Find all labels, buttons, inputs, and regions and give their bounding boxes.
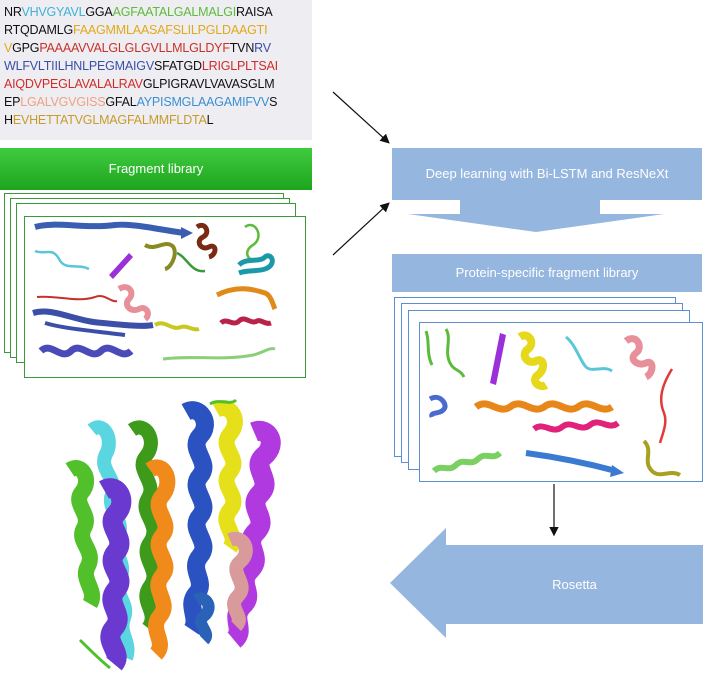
sequence-segment: V [4,41,13,55]
helix-green [65,460,100,608]
fragment-helix-indigo [38,344,134,358]
fragment-arrowhead [181,227,193,239]
sequence-segment: LGALVGVGISS [20,95,106,109]
fragment-loop-lightgreen [162,347,276,361]
arrow-right-down-icon [332,91,390,144]
sequence-segment: VHVGYAVL [21,5,86,19]
helix-orange [145,459,176,660]
sequence-segment: AIQDVPEGLAVALALRAV [4,77,143,91]
fragment-loop-green [424,330,434,366]
sequence-line: WLFVLTIILHNLPEGMAIGVSFATGDLRIGLPLTSAI [4,57,306,75]
fragment-loop-darkgreen [176,251,206,273]
sequence-segment: EVHETTATVGLMAGFALMMFLDTA [12,113,207,127]
sequence-segment: GLPIGRAVLVAVASGLM [142,77,275,91]
fragment-helix-teal [237,253,275,276]
fragment-helix-magenta [532,419,620,433]
sequence-segment: TVN [229,41,255,55]
deep-learning-label: Deep learning with Bi-LSTM and ResNeXt [425,166,669,181]
sequence-segment: S [269,95,278,109]
fragment-helix-orange [473,400,614,413]
sequence-segment: GPG [12,41,40,55]
fragment-library-fragments [32,221,278,361]
sequence-line: RTQDAMLGFAAGMMLAASAFSLILPGLDAAGTI [4,21,306,39]
sequence-line: NRVHVGYAVLGGAAGFAATALGALMALGIRAISA [4,3,306,21]
sequence-segment: AYPISMGLAAGAMIFVV [136,95,270,109]
fragment-loop-red [658,368,674,444]
fragment-helix-crimson [219,316,272,326]
specific-library-fragments [424,328,682,477]
sequence-segment: NR [4,5,22,19]
fragment-library-label: Fragment library [108,161,204,176]
sequence-segment: AGFAATALGALMALGI [112,5,237,19]
fragment-helix-yellow [517,331,549,390]
helix-violet [99,478,132,671]
fragment-library-header: Fragment library [0,148,312,190]
helix-darkgreen [127,420,161,633]
fragment-helix-pink [623,335,656,381]
fragment-helix-pink [117,284,151,322]
chevron-down-icon [408,200,664,232]
sequence-segment: H [4,113,13,127]
fragment-arrowhead [610,465,624,477]
sequence-segment: RTQDAMLG [4,23,74,37]
helix-steelblue [192,592,215,645]
rosetta-box: Rosetta [446,545,703,624]
sequence-segment: SFATGD [153,59,202,73]
specific-library-label: Protein-specific fragment library [455,265,639,280]
specific-library-header: Protein-specific fragment library [392,254,702,292]
fragment-loop-cyan [34,249,90,271]
specific-sheet-front [419,322,703,482]
fragment-loop-olive [642,439,682,477]
rosetta-label: Rosetta [552,577,597,592]
sequence-segment: LRIGLPLTSAI [201,59,278,73]
helix-yellow [212,400,243,553]
fragment-strand-orange [215,286,278,311]
loop-green [78,638,111,670]
arrow-left-big-icon [390,528,703,638]
fragment-strand-purple [109,253,133,279]
helix-magenta [226,420,281,648]
fragment-strand-blue-2 [525,450,617,474]
sequence-segment: RAISA [236,5,273,19]
fragment-helix-yellow [153,321,200,332]
protein-structure-icon [65,398,281,671]
fragment-helix-lightgreen [431,450,503,474]
fragment-loop-green-2 [444,328,466,378]
fragment-helix-brown [195,222,218,260]
arrow-right-up-icon [332,202,390,256]
fragment-strand-blue [428,394,448,418]
sequence-segment: EP [4,95,21,109]
fragment-sheet-front [24,216,306,378]
sequence-segment: GGA [85,5,113,19]
sequence-segment: PAAAAVVALGLGLGVLLMLGLDYF [39,41,230,55]
fragment-loop-olive [143,242,177,271]
sequence-line: HEVHETTATVGLMAGFALMMFLDTAL [4,111,306,129]
helix-rose [227,531,253,631]
sequence-line: EPLGALVGVGISSGFALAYPISMGLAAGAMIFVVS [4,93,306,111]
sequence-segment: WLFVLTIILHNLPEGMAIGV [4,59,154,73]
sequence-segment: RV [254,41,271,55]
fragment-loop-cyan [564,335,613,373]
sequence-segment: L [206,113,214,127]
fragment-strand-navy [32,308,154,329]
fragment-loop-red [36,295,118,303]
deep-learning-box: Deep learning with Bi-LSTM and ResNeXt [392,148,702,200]
fragment-strand-purple [490,333,506,385]
loop-green-top [209,398,238,406]
fragment-strand-navy-2 [44,321,126,337]
sequence-segment: GFAL [105,95,137,109]
fragment-strand-blue [34,221,186,236]
sequence-line: VGPGPAAAAVVALGLGLGVLLMLGLDYFTVNRV [4,39,306,57]
sequence-line: AIQDVPEGLAVALALRAVGLPIGRAVLVAVASGLM [4,75,306,93]
sequence-segment: FAAGMMLAASAFSLILPGLDAAGTI [73,23,268,37]
